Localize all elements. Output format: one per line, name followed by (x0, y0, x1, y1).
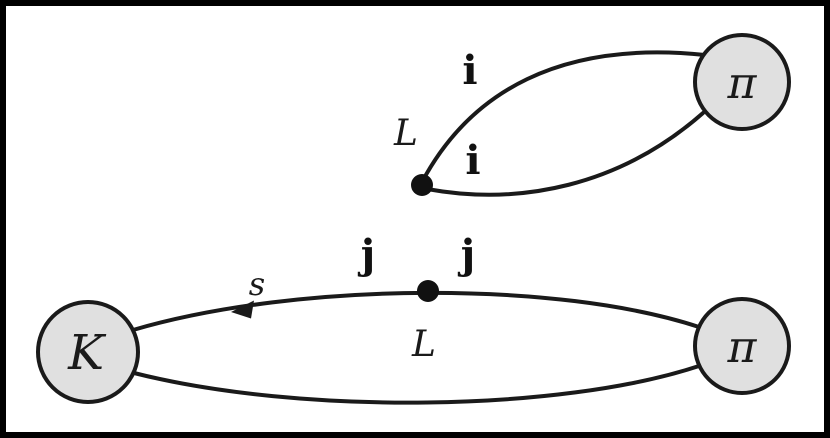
top-lower-propagator-label: i (465, 137, 480, 184)
pi-node-bottom-label: π (727, 322, 758, 373)
bottom-k-pi-diagram: K π s j j L (36, 231, 791, 405)
top-upper-propagator-line (420, 50, 707, 184)
spectator-quark-label: s (249, 265, 265, 303)
vertex-dot-top (411, 174, 433, 196)
top-upper-propagator-label: i (462, 47, 477, 94)
pi-node-top (693, 33, 791, 131)
bottom-right-propagator-label: j (458, 231, 475, 278)
top-lower-propagator-line (425, 111, 705, 197)
bottom-vertex-label: L (411, 324, 436, 365)
top-vertex-label: L (393, 113, 418, 154)
pi-node-bottom (693, 297, 791, 395)
k-node (36, 300, 140, 404)
bottom-lower-propagator-line (132, 364, 701, 405)
vertex-dot-bottom (417, 280, 439, 302)
quark-direction-arrow (231, 300, 254, 319)
pi-node-top-label: π (727, 58, 758, 109)
k-node-label: K (67, 325, 107, 381)
bottom-left-propagator-label: j (358, 231, 375, 278)
top-loop-diagram: π L i i (393, 33, 791, 197)
